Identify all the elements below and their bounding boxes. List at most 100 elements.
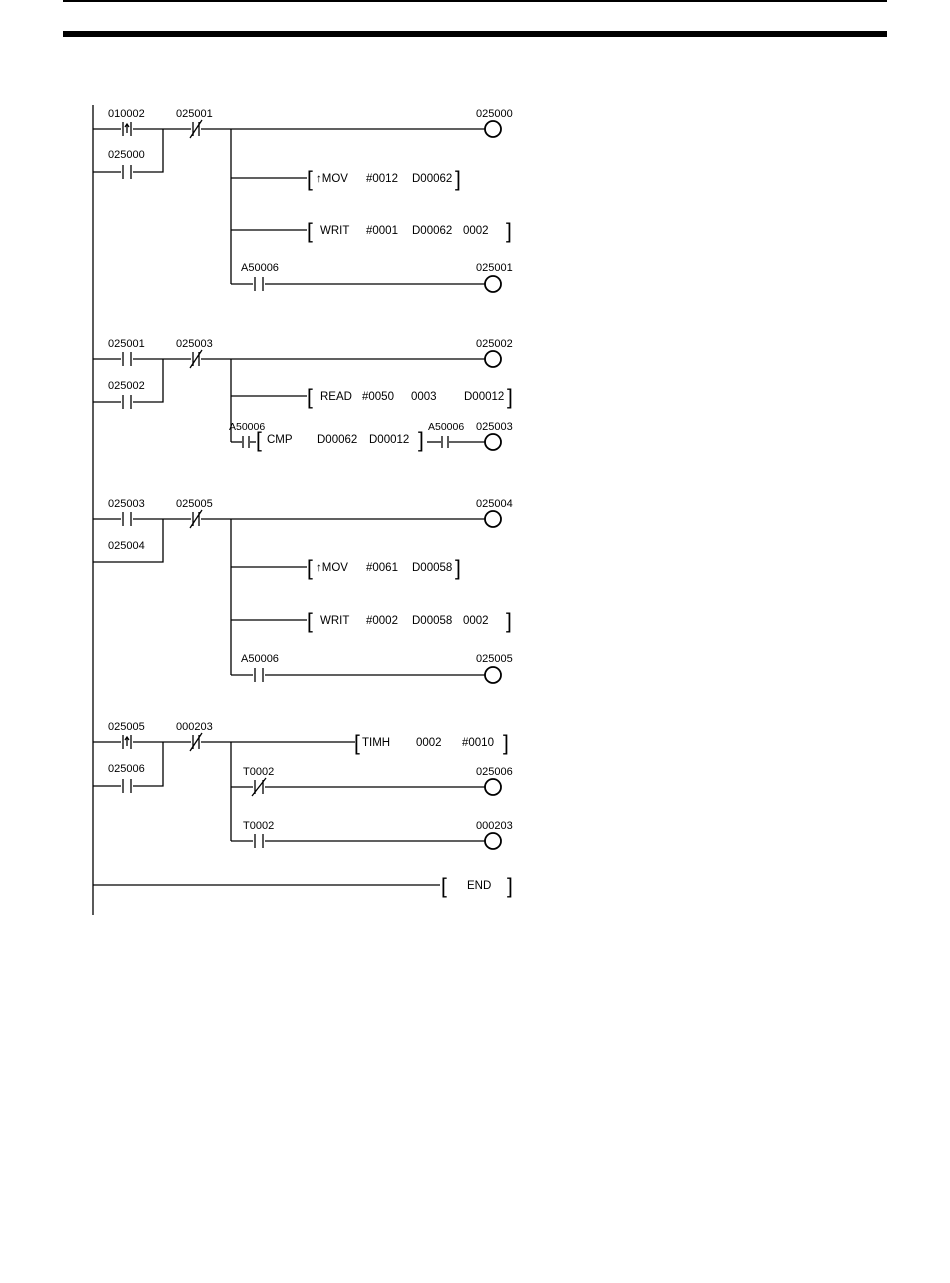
contact-label: 010002 (108, 108, 145, 120)
instruction-cmp: [ CMP D00062 D00012 ] (256, 429, 424, 452)
contact-025003-nc: 025003 (176, 338, 213, 369)
svg-text:[: [ (256, 429, 262, 452)
contact-label: 025005 (176, 498, 213, 510)
instr-arg: D00062 (317, 434, 357, 446)
rung-3: 025003 025005 025004 A50006 025004 02500… (93, 498, 513, 684)
contact-label: 025004 (108, 540, 145, 552)
instr-arg: #0001 (366, 225, 398, 237)
coil-label: 025001 (476, 262, 513, 274)
contact-a50006-right: A50006 (428, 421, 464, 448)
instr-op: READ (320, 391, 352, 403)
contact-025001-nc: 025001 (176, 108, 213, 139)
contact-025005-nc: 025005 (176, 498, 213, 529)
contact-label: 025006 (108, 763, 145, 775)
svg-text:[: [ (354, 732, 360, 755)
contact-label: 025001 (108, 338, 145, 350)
instr-arg: D00062 (412, 173, 452, 185)
contact-label: 025000 (108, 149, 145, 161)
contact-a50006-left: A50006 (229, 421, 265, 448)
rung-1: 010002 025001 025000 A50006 025000 02500… (93, 108, 513, 293)
coil-label: 025004 (476, 498, 513, 510)
instr-arg: 0003 (411, 391, 437, 403)
coil-label: 025000 (476, 108, 513, 120)
instr-op: ↑MOV (316, 562, 348, 574)
instr-arg: D00062 (412, 225, 452, 237)
instr-arg: 0002 (463, 225, 489, 237)
svg-text:[: [ (307, 610, 313, 633)
contact-label: 025003 (108, 498, 145, 510)
coil-label: 025002 (476, 338, 513, 350)
contact-a50006: A50006 (241, 653, 279, 682)
contact-025001: 025001 (108, 338, 145, 366)
contact-label: A50006 (428, 421, 464, 433)
instr-arg: #0061 (366, 562, 398, 574)
instruction-mov: [ ↑MOV #0012 D00062 ] (307, 168, 461, 191)
contact-label: 025005 (108, 721, 145, 733)
svg-text:]: ] (503, 732, 509, 755)
svg-text:[: [ (441, 875, 447, 898)
contact-t0002: T0002 (243, 820, 274, 848)
contact-label: 025003 (176, 338, 213, 350)
contact-label: 025002 (108, 380, 145, 392)
instr-op: ↑MOV (316, 173, 348, 185)
instr-op: CMP (267, 434, 293, 446)
rung-4: 025005 000203 025006 T0002 T0002 025006 … (93, 721, 513, 850)
contact-025004: 025004 (108, 540, 145, 552)
contact-025005: 025005 (108, 721, 145, 749)
instr-arg: D00058 (412, 615, 452, 627)
svg-text:[: [ (307, 220, 313, 243)
svg-text:[: [ (307, 557, 313, 580)
contact-025006: 025006 (108, 763, 145, 793)
coil-025000: 025000 (476, 108, 513, 138)
contact-a50006: A50006 (241, 262, 279, 291)
svg-text:[: [ (307, 168, 313, 191)
instr-op: WRIT (320, 225, 349, 237)
header-rule-thick (63, 31, 887, 37)
coil-000203: 000203 (476, 820, 513, 850)
contact-label: A50006 (229, 421, 265, 433)
header-rule-thin (63, 0, 887, 2)
rung-end: [ END ] (93, 875, 513, 898)
instr-arg: #0002 (366, 615, 398, 627)
instruction-timh: [ TIMH 0002 #0010 ] (354, 732, 509, 755)
svg-text:]: ] (506, 610, 512, 633)
instr-op: TIMH (362, 737, 390, 749)
contact-000203-nc: 000203 (176, 721, 213, 752)
end-instruction: END (467, 880, 491, 892)
contact-label: A50006 (241, 262, 279, 274)
coil-025004: 025004 (476, 498, 513, 528)
instr-arg: D00012 (464, 391, 504, 403)
instr-arg: D00058 (412, 562, 452, 574)
contact-label: 025001 (176, 108, 213, 120)
svg-text:[: [ (307, 386, 313, 409)
contact-t0002-nc: T0002 (243, 766, 274, 797)
contact-label: T0002 (243, 766, 274, 778)
instr-arg: 0002 (463, 615, 489, 627)
coil-label: 025003 (476, 421, 513, 433)
coil-025006: 025006 (476, 766, 513, 796)
svg-text:]: ] (507, 875, 513, 898)
instruction-writ: [ WRIT #0001 D00062 0002 ] (307, 220, 512, 243)
contact-025002: 025002 (108, 380, 145, 409)
contact-label: T0002 (243, 820, 274, 832)
rung-2: 025001 025003 025002 A50006 A50006 02500… (93, 338, 513, 452)
svg-text:]: ] (455, 557, 461, 580)
contact-025000: 025000 (108, 149, 145, 179)
coil-025001: 025001 (476, 262, 513, 293)
instruction-mov: [ ↑MOV #0061 D00058 ] (307, 557, 461, 580)
coil-label: 000203 (476, 820, 513, 832)
svg-text:]: ] (507, 386, 513, 409)
instruction-read: [ READ #0050 0003 D00012 ] (307, 386, 513, 409)
instruction-writ: [ WRIT #0002 D00058 0002 ] (307, 610, 512, 633)
coil-label: 025006 (476, 766, 513, 778)
coil-label: 025005 (476, 653, 513, 665)
coil-025002: 025002 (476, 338, 513, 368)
instr-arg: D00012 (369, 434, 409, 446)
svg-text:]: ] (455, 168, 461, 191)
coil-025003: 025003 (476, 421, 513, 451)
contact-025003: 025003 (108, 498, 145, 526)
contact-label: 000203 (176, 721, 213, 733)
instr-arg: #0050 (362, 391, 394, 403)
coil-025005: 025005 (476, 653, 513, 684)
instr-arg: #0012 (366, 173, 398, 185)
